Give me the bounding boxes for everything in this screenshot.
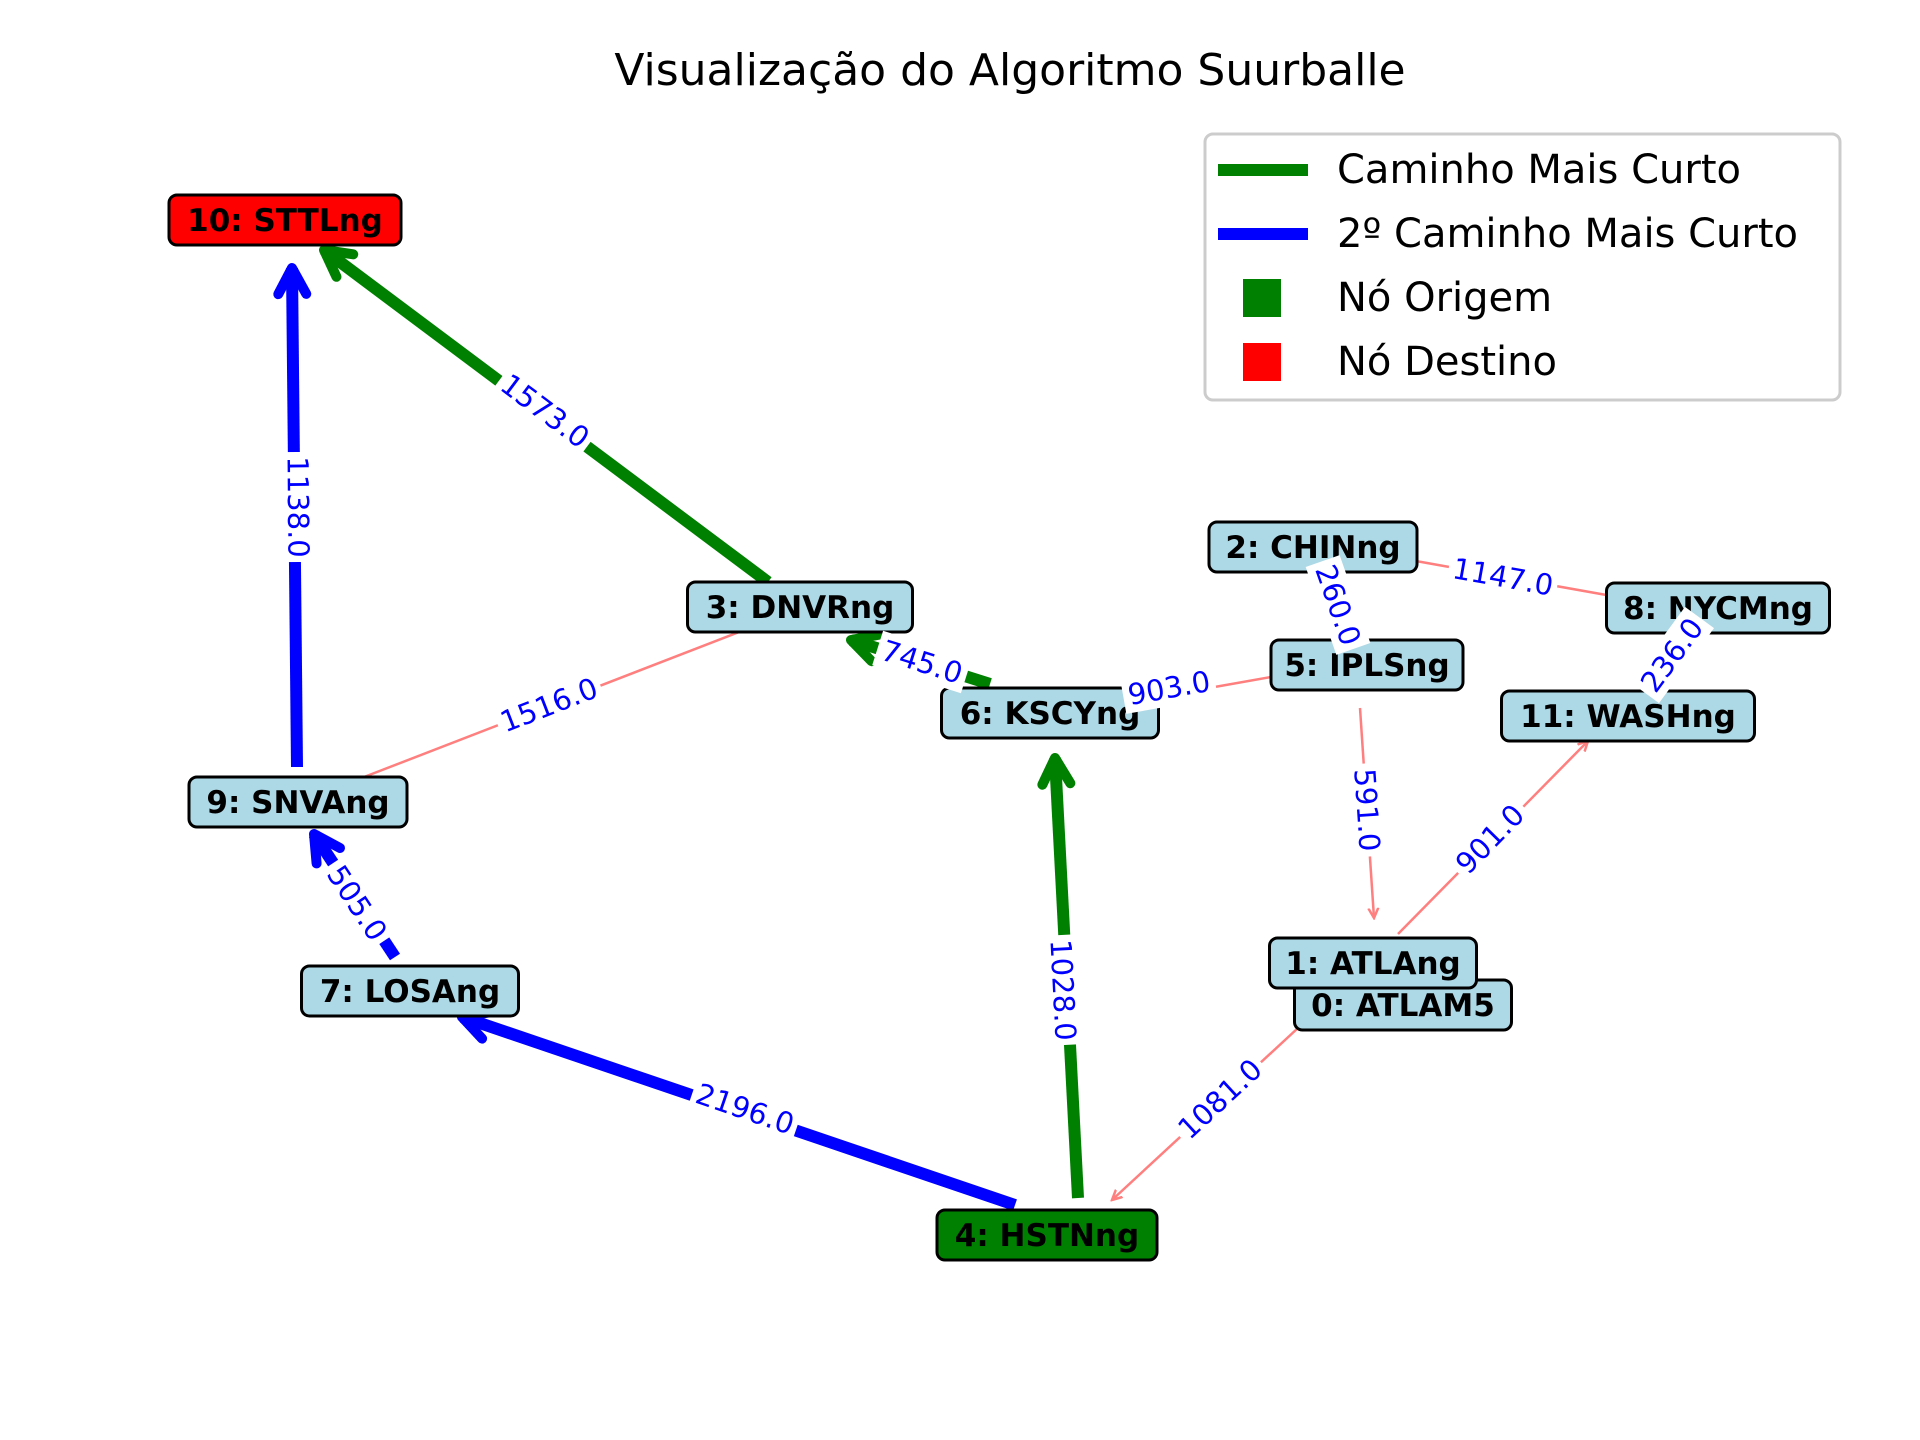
edge-label-bg bbox=[1305, 555, 1371, 655]
edge-label-6-5: 903.0 bbox=[1120, 662, 1218, 714]
node-box bbox=[935, 1208, 1159, 1262]
edge-weight: 901.0 bbox=[1449, 797, 1531, 880]
edge-label-bg bbox=[316, 854, 398, 952]
edge-weight: 260.0 bbox=[1308, 560, 1368, 650]
edge-label-bg bbox=[1120, 662, 1218, 714]
legend: Caminho Mais Curto 2º Caminho Mais CurtoN… bbox=[1203, 132, 1842, 402]
edge-weight: 903.0 bbox=[1125, 664, 1213, 712]
node-box bbox=[167, 193, 403, 247]
node-9: 9: SNVAng bbox=[187, 775, 409, 829]
diagram-title: Visualização do Algoritmo Suurballe bbox=[614, 45, 1405, 96]
nodes-layer: 0: ATLAM5 1: ATLAng 2: CHINng 3: DNVRng 4: H… bbox=[167, 193, 1831, 1262]
node-label: 0: ATLAM5 bbox=[1311, 988, 1495, 1024]
edge-label-2-8: 1147.0 bbox=[1445, 549, 1561, 605]
legend-label: Nó Origem bbox=[1337, 275, 1552, 321]
node-label: 6: KSCYng bbox=[960, 696, 1141, 732]
node-10: 10: STTLng bbox=[167, 193, 403, 247]
node-label: 2: CHINng bbox=[1225, 530, 1400, 566]
node-label: 10: STTLng bbox=[187, 203, 383, 239]
node-box bbox=[1500, 689, 1756, 743]
edge-label-bg bbox=[490, 363, 600, 459]
legend-item: Nó Destino bbox=[1243, 339, 1557, 385]
node-label: 11: WASHng bbox=[1520, 699, 1736, 735]
edge-label-6-3: 745.0 bbox=[872, 630, 972, 694]
edge-weight: 2196.0 bbox=[691, 1077, 798, 1142]
node-box bbox=[940, 686, 1160, 740]
node-box bbox=[187, 775, 409, 829]
legend-item: 2º Caminho Mais Curto bbox=[1218, 211, 1798, 257]
node-box bbox=[686, 580, 914, 634]
edge-label-bg bbox=[491, 668, 607, 742]
edge-weight: 1028.0 bbox=[1043, 938, 1082, 1041]
legend-square-swatch bbox=[1243, 279, 1281, 317]
edge-label-bg bbox=[1167, 1048, 1273, 1150]
edge-weight: 1081.0 bbox=[1171, 1052, 1269, 1146]
edge-label-bg bbox=[687, 1074, 803, 1144]
edge-label-5-1: 591.0 bbox=[1345, 762, 1389, 858]
node-3: 3: DNVRng bbox=[686, 580, 914, 634]
edge-label-bg bbox=[1445, 549, 1561, 605]
edge-weight: 1573.0 bbox=[494, 367, 596, 455]
node-box bbox=[1268, 936, 1478, 990]
edge-label-bg bbox=[1042, 934, 1084, 1046]
node-label: 3: DNVRng bbox=[706, 590, 895, 626]
arrowhead-3-10 bbox=[319, 245, 359, 282]
edge-label-0-4: 1081.0 bbox=[1167, 1048, 1273, 1150]
node-label: 9: SNVAng bbox=[206, 785, 389, 821]
node-5: 5: IPLSng bbox=[1269, 638, 1465, 692]
legend-item: Caminho Mais Curto bbox=[1218, 147, 1741, 193]
legend-item: Nó Origem bbox=[1243, 275, 1552, 321]
edge-label-bg bbox=[279, 451, 317, 563]
edge-label-4-6: 1028.0 bbox=[1042, 934, 1084, 1046]
node-label: 1: ATLAng bbox=[1285, 946, 1461, 982]
node-label: 5: IPLSng bbox=[1284, 648, 1449, 684]
legend-square-swatch bbox=[1243, 343, 1281, 381]
node-1: 1: ATLAng bbox=[1268, 936, 1478, 990]
edge-label-bg bbox=[1629, 606, 1715, 704]
edge-label-9-10: 1138.0 bbox=[279, 451, 317, 563]
arrowhead-7-9 bbox=[309, 829, 345, 869]
edge-weight: 745.0 bbox=[877, 633, 966, 690]
node-8: 8: NYCMng bbox=[1605, 581, 1831, 635]
edge-label-4-7: 2196.0 bbox=[687, 1074, 803, 1144]
arrowhead-6-3 bbox=[846, 629, 886, 667]
node-box bbox=[1605, 581, 1831, 635]
edge-weight: 1516.0 bbox=[496, 671, 603, 739]
node-6: 6: KSCYng bbox=[940, 686, 1160, 740]
legend-label: Caminho Mais Curto bbox=[1337, 147, 1741, 193]
node-7: 7: LOSAng bbox=[300, 964, 520, 1018]
node-box bbox=[300, 964, 520, 1018]
node-label: 4: HSTNng bbox=[955, 1218, 1139, 1254]
legend-frame bbox=[1203, 132, 1842, 402]
edge-weight: 1138.0 bbox=[280, 456, 315, 558]
edge-label-3-10: 1573.0 bbox=[490, 363, 600, 459]
legend-label: Nó Destino bbox=[1337, 339, 1557, 385]
node-11: 11: WASHng bbox=[1500, 689, 1756, 743]
node-0: 0: ATLAM5 bbox=[1293, 978, 1513, 1032]
edge-label-bg bbox=[1345, 762, 1389, 858]
edge-label-bg bbox=[872, 630, 972, 694]
edge-weight: 591.0 bbox=[1347, 767, 1386, 852]
edge-label-bg bbox=[1444, 793, 1536, 885]
edge-weight: 505.0 bbox=[320, 859, 394, 947]
edge-label-3-9: 1516.0 bbox=[491, 668, 607, 742]
legend-label: 2º Caminho Mais Curto bbox=[1337, 211, 1798, 257]
arrowhead-9-10 bbox=[273, 263, 312, 300]
edge-label-7-9: 505.0 bbox=[316, 854, 398, 952]
node-label: 7: LOSAng bbox=[320, 974, 500, 1010]
node-4: 4: HSTNng bbox=[935, 1208, 1159, 1262]
node-2: 2: CHINng bbox=[1207, 520, 1419, 574]
edge-label-1-11: 901.0 bbox=[1444, 793, 1536, 885]
node-label: 8: NYCMng bbox=[1623, 591, 1813, 627]
arrowhead-4-6 bbox=[1037, 753, 1076, 790]
